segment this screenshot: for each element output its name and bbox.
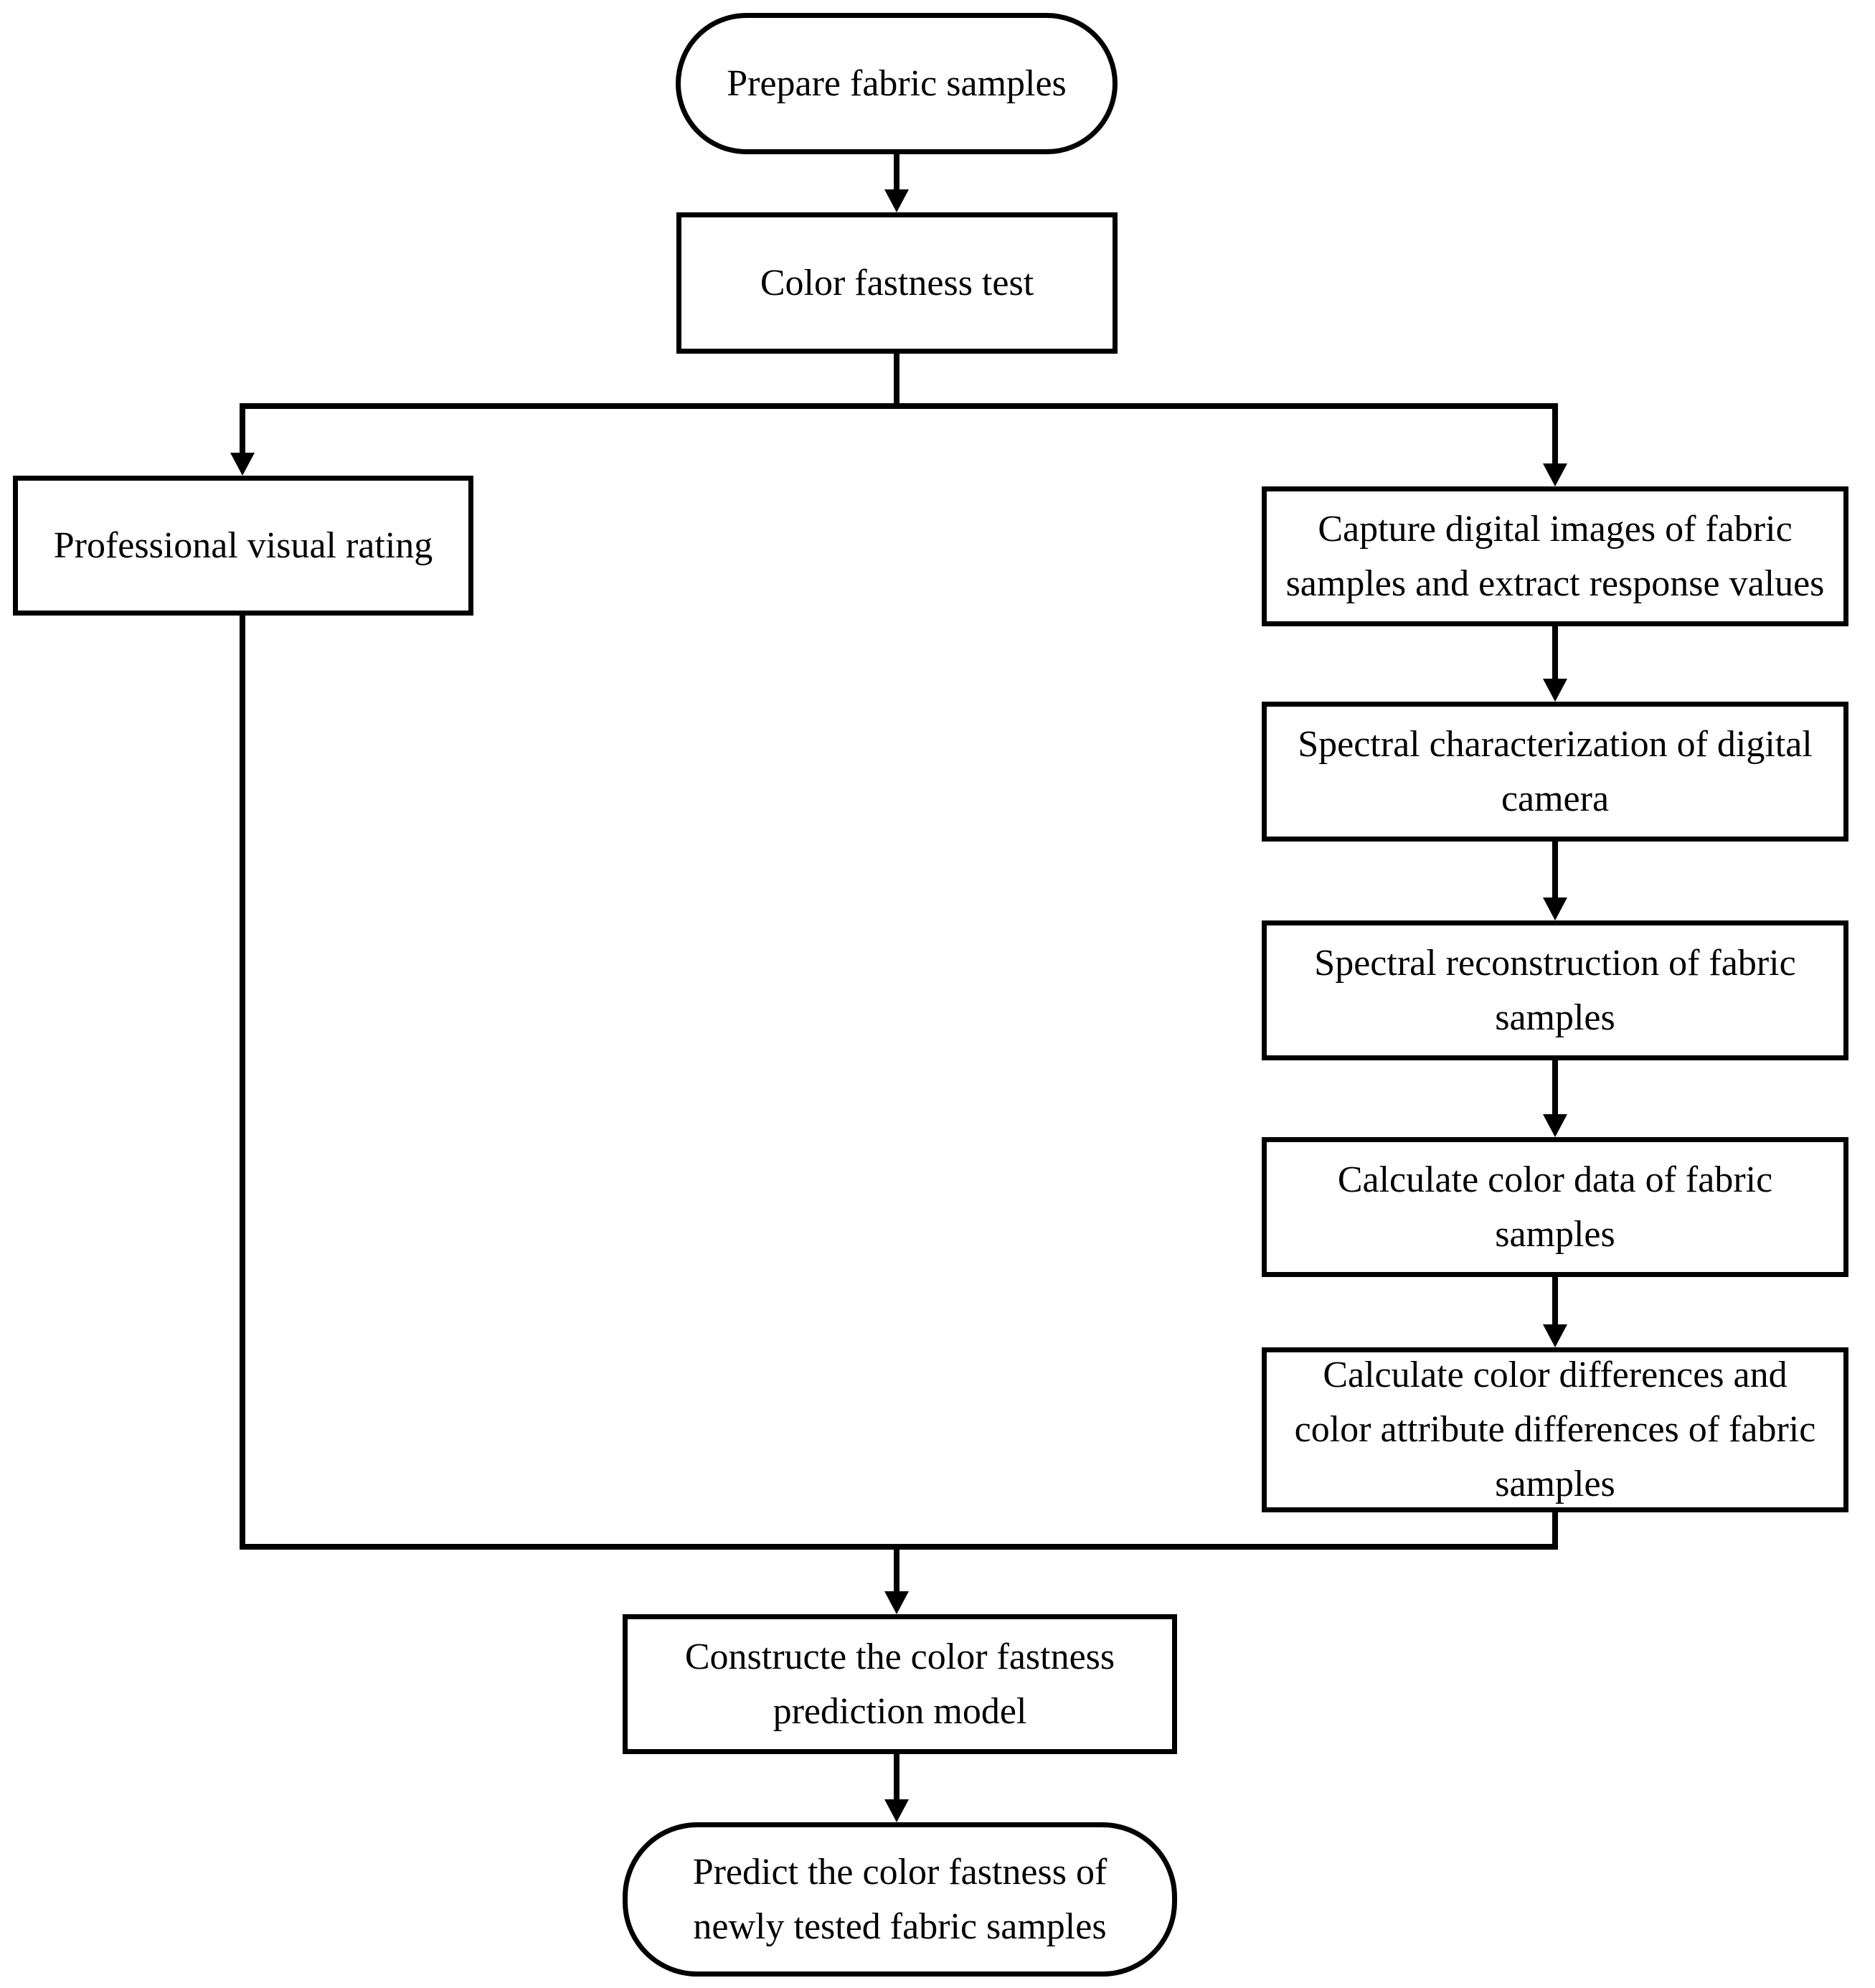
connector-line [1552, 842, 1558, 899]
node-spectral-reconstruction: Spectral reconstruction of fabric sample… [1262, 920, 1848, 1060]
arrow-down-icon [230, 453, 255, 476]
connector-line [1552, 1060, 1558, 1116]
node-label: Predict the color fastness of newly test… [692, 1851, 1107, 1947]
node-spectral-characterization: Spectral characterization of digital cam… [1262, 702, 1848, 842]
arrow-down-icon [884, 1591, 909, 1614]
arrow-down-icon [884, 189, 909, 212]
connector-line [894, 1754, 899, 1801]
arrow-down-icon [1543, 1114, 1567, 1137]
node-label: Constructe the color fastness prediction… [684, 1636, 1115, 1732]
node-predict-color-fastness: Predict the color fastness of newly test… [623, 1822, 1177, 1977]
node-label: Spectral reconstruction of fabric sample… [1314, 942, 1796, 1038]
connector-line [1552, 1277, 1558, 1326]
node-label: Calculate color differences and color at… [1294, 1355, 1816, 1504]
node-prepare-fabric-samples: Prepare fabric samples [676, 13, 1118, 154]
node-label: Calculate color data of fabric samples [1337, 1159, 1773, 1255]
connector-line [894, 154, 899, 191]
node-calculate-color-data: Calculate color data of fabric samples [1262, 1137, 1848, 1277]
connector-line [894, 354, 899, 409]
arrow-down-icon [1543, 898, 1567, 920]
node-label: Color fastness test [760, 262, 1034, 303]
connector-line [1552, 1512, 1558, 1550]
connector-line [240, 403, 245, 454]
merge-line [240, 1544, 1558, 1550]
connector-line [894, 1550, 899, 1591]
node-label: Spectral characterization of digital cam… [1298, 723, 1813, 819]
connector-line [1552, 626, 1558, 680]
connector-line [240, 616, 245, 1550]
node-label: Prepare fabric samples [727, 62, 1067, 104]
arrow-down-icon [1543, 463, 1567, 486]
node-construct-prediction-model: Constructe the color fastness prediction… [623, 1614, 1177, 1754]
arrow-down-icon [1543, 679, 1567, 702]
node-professional-visual-rating: Professional visual rating [13, 476, 473, 616]
node-label: Capture digital images of fabric samples… [1285, 508, 1825, 604]
node-color-fastness-test: Color fastness test [676, 212, 1118, 354]
node-capture-digital-images: Capture digital images of fabric samples… [1262, 486, 1848, 626]
node-calculate-color-differences: Calculate color differences and color at… [1262, 1347, 1848, 1512]
connector-line [1552, 403, 1558, 465]
branch-line [240, 403, 1558, 409]
node-label: Professional visual rating [53, 524, 433, 566]
arrow-down-icon [884, 1799, 909, 1822]
arrow-down-icon [1543, 1324, 1567, 1347]
